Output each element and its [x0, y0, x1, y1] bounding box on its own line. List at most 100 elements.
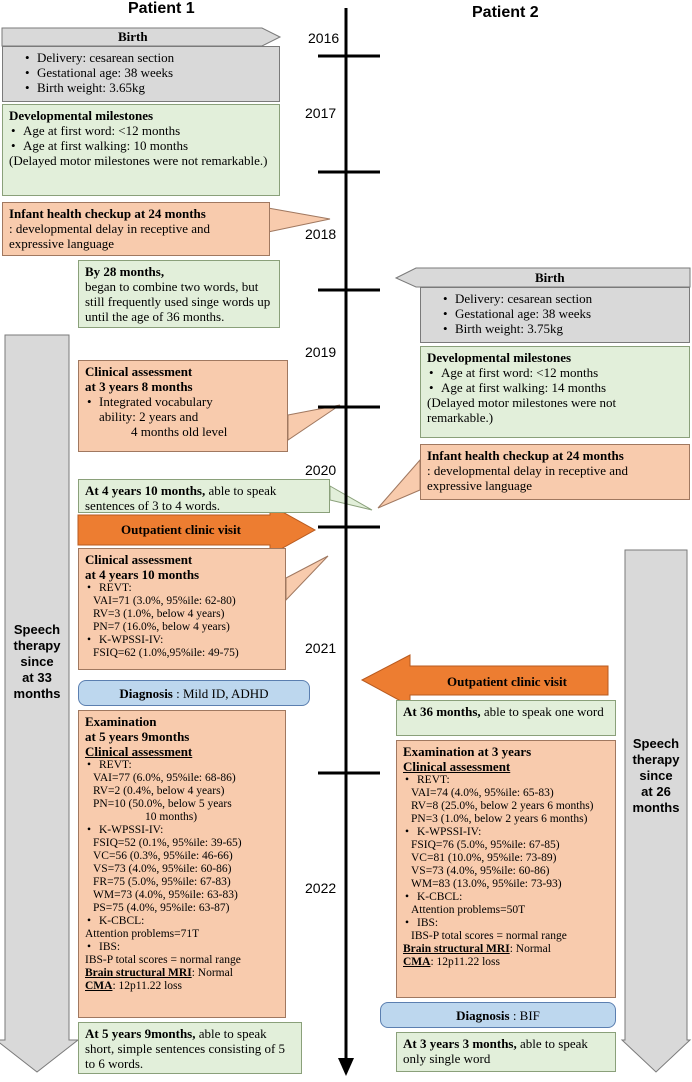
p2-exam-cma-label: CMA [403, 956, 431, 968]
p1-visit-arrow [77, 504, 317, 556]
p1-exam-kwpssi: K-WPSSI-IV: [87, 824, 279, 837]
p1-milestones-box: Developmental milestones Age at first wo… [2, 104, 280, 196]
p2-birth-shape [394, 267, 691, 288]
p2-therapy-arrow [620, 549, 692, 1073]
p1-assess1-title: Clinical assessment [85, 364, 193, 379]
p1-therapy-word: at 33 [22, 670, 52, 685]
p2-checkup-box: Infant health checkup at 24 months : dev… [420, 444, 690, 500]
p2-exam-kwpssi: K-WPSSI-IV: [405, 826, 609, 839]
p1-exam-box: Examination at 5 years 9months Clinical … [78, 710, 286, 1018]
p2-therapy-word: months [632, 800, 680, 815]
p2-therapy-label: Speech therapy since at 26 months [625, 736, 687, 816]
p1-diagnosis-value: : Mild ID, ADHD [172, 686, 269, 701]
p2-36months-box: At 36 months, able to speak one word [396, 700, 616, 736]
p2-birth-title: Birth [535, 270, 565, 285]
p1-therapy-word: since [20, 654, 54, 669]
p1-revt-label: REVT: [87, 582, 279, 595]
p2-exam-vs: VS=73 (4.0%, 95%ile: 60-86) [411, 865, 550, 877]
p1-assess1-tail [287, 404, 341, 441]
p2-birth-item: Gestational age: 38 weeks [443, 306, 683, 321]
p1-milestones-title: Developmental milestones [9, 108, 154, 123]
p1-exam-fsiq: FSIQ=52 (0.1%, 95%ile: 39-65) [93, 837, 242, 849]
p1-milestone-item: Age at first walking: 10 months [11, 138, 273, 153]
p1-assess1-box: Clinical assessment at 3 years 8 months … [78, 360, 288, 452]
p1-rv: RV=3 (1.0%, below 4 years) [93, 608, 225, 620]
p2-exam-mri-label: Brain structural MRI [403, 943, 510, 955]
year-label: 2022 [305, 880, 337, 896]
p1-exam-vs: VS=73 (4.0%, 95%ile: 60-86) [93, 863, 232, 875]
p1-exam-pn: PN=10 (50.0%, below 5 years [93, 798, 232, 810]
p1-exam-vai: VAI=77 (6.0%, 95%ile: 68-86) [93, 772, 236, 784]
p2-milestone-item: Age at first word: <12 months [429, 365, 683, 380]
p2-36months-bold: At 36 months, [403, 704, 481, 719]
p2-exam-box: Examination at 3 years Clinical assessme… [396, 740, 616, 998]
p2-exam-ibsp: IBS-P total scores = normal range [411, 930, 567, 942]
p1-birth-item: Birth weight: 3.65kg [25, 80, 273, 95]
p2-birth-item: Birth weight: 3.75kg [443, 321, 683, 336]
p2-exam-cma-value: : 12p11.22 loss [430, 956, 501, 968]
p1-assess2-box: Clinical assessment at 4 years 10 months… [78, 548, 286, 670]
p1-visit-label: Outpatient clinic visit [121, 522, 241, 537]
p1-28months-text: began to combine two words, but still fr… [85, 279, 271, 324]
p2-milestones-note: (Delayed motor milestones were not remar… [427, 395, 617, 425]
p1-birth-shape [1, 27, 282, 47]
p1-exam-pn2: 10 months) [145, 811, 198, 823]
p1-exam-subtitle: at 5 years 9months [85, 729, 190, 744]
p1-assess2-title: Clinical assessment [85, 552, 193, 567]
p1-exam-fr: FR=75 (5.0%, 95%ile: 67-83) [93, 876, 231, 888]
year-label: 2016 [308, 30, 340, 46]
p1-milestones-note: (Delayed motor milestones were not remar… [9, 153, 268, 168]
p2-final-box: At 3 years 3 months, able to speak only … [396, 1032, 616, 1072]
p1-exam-kcbcl: K-CBCL: [87, 915, 279, 928]
p1-diagnosis-box: Diagnosis : Mild ID, ADHD [78, 680, 310, 706]
p2-exam-pn: PN=3 (1.0%, below 2 years 6 months) [411, 813, 588, 825]
patient1-header: Patient 1 [128, 0, 195, 17]
p1-exam-attention: Attention problems=71T [85, 928, 200, 940]
year-label: 2018 [305, 226, 337, 242]
p2-therapy-word: therapy [632, 752, 680, 767]
p1-speak-bold: At 4 years 10 months, [85, 483, 206, 498]
p1-exam-mri-value: : Normal [191, 967, 233, 979]
year-label: 2019 [305, 344, 337, 360]
p1-speak-text: able to speak sentences of 3 to 4 words. [85, 483, 277, 513]
p1-vai: VAI=71 (3.0%, 95%ile: 62-80) [93, 595, 236, 607]
p1-exam-assessment: Clinical assessment [85, 744, 193, 759]
p2-visit-label: Outpatient clinic visit [447, 674, 567, 689]
p1-speak-tail [329, 485, 373, 511]
p1-assess2-subtitle: at 4 years 10 months [85, 567, 200, 582]
p2-exam-assessment: Clinical assessment [403, 759, 511, 774]
p2-milestone-item: Age at first walking: 14 months [429, 380, 683, 395]
p1-assess2-tail [285, 555, 329, 602]
p1-final-bold: At 5 years 9months, [85, 1026, 196, 1041]
p1-assess1-item: Integrated vocabulary [87, 394, 281, 409]
year-label: 2020 [305, 462, 337, 478]
p1-assess1-line: ability: 2 years and [99, 409, 199, 424]
p1-speak-box: At 4 years 10 months, able to speak sent… [78, 479, 330, 513]
p1-28months-box: By 28 months, began to combine two words… [78, 260, 280, 328]
p1-checkup-box: Infant health checkup at 24 months : dev… [2, 202, 270, 256]
p2-birth-item: Delivery: cesarean section [443, 291, 683, 306]
p2-exam-kcbcl: K-CBCL: [405, 891, 609, 904]
p2-final-text: able to speak only single word [403, 1036, 588, 1066]
p1-checkup-title: Infant health checkup at 24 months [9, 206, 206, 221]
p1-birth-item: Gestational age: 38 weeks [25, 65, 273, 80]
p2-final-bold: At 3 years 3 months, [403, 1036, 517, 1051]
p1-therapy-word: therapy [13, 638, 61, 653]
p1-final-text: able to speak short, simple sentences co… [85, 1026, 286, 1071]
p2-exam-title: Examination at 3 years [403, 744, 532, 759]
timeline-arrowhead [338, 1058, 354, 1076]
p1-therapy-word: Speech [13, 622, 61, 637]
p2-checkup-tail [377, 458, 421, 509]
p1-exam-revt: REVT: [87, 759, 279, 772]
p1-birth-box: Delivery: cesarean section Gestational a… [2, 46, 280, 102]
p2-therapy-word: at 26 [641, 784, 671, 799]
p1-28months-title: By 28 months, [85, 264, 165, 279]
p2-birth-box: Delivery: cesarean section Gestational a… [420, 287, 690, 343]
p2-diagnosis-value: : BIF [509, 1008, 540, 1023]
p2-diagnosis-label: Diagnosis [456, 1008, 510, 1023]
p1-exam-cma-label: CMA [85, 980, 113, 992]
p1-therapy-arrow [0, 334, 80, 1073]
p2-exam-attention: Attention problems=50T [411, 904, 526, 916]
p1-exam-rv: RV=2 (0.4%, below 4 years) [93, 785, 225, 797]
